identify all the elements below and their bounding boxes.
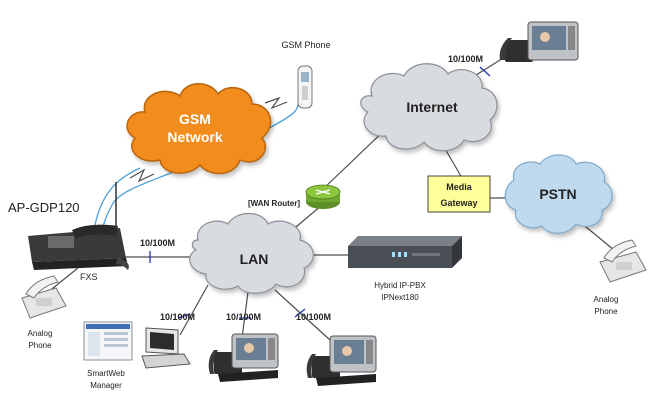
gsm-network-cloud: GSM Network bbox=[126, 83, 272, 175]
pstn-label: PSTN bbox=[539, 186, 576, 202]
lan-cloud-shape bbox=[189, 212, 314, 294]
device-name-label: AP-GDP120 bbox=[8, 200, 80, 215]
link-speed-device: 10/100M bbox=[140, 238, 175, 248]
lan-label: LAN bbox=[240, 251, 269, 267]
router-icon bbox=[305, 184, 341, 209]
media-gateway-box: Media Gateway bbox=[427, 175, 491, 213]
internet-label: Internet bbox=[406, 99, 458, 115]
wan-router-label: [WAN Router] bbox=[248, 199, 300, 208]
media-gateway-label-2: Gateway bbox=[440, 198, 477, 208]
gsm-phone-icon bbox=[297, 65, 313, 109]
link-lan-pc bbox=[179, 284, 209, 336]
analog-phone-right-label-1: Analog bbox=[594, 295, 619, 304]
link-speed-2: 10/100M bbox=[226, 312, 261, 322]
analog-phone-left-label-1: Analog bbox=[28, 329, 53, 338]
tick-top bbox=[479, 66, 491, 77]
bolt-gsm-device bbox=[129, 168, 155, 183]
gsm-network-label-1: GSM bbox=[179, 111, 211, 127]
link-speed-3: 10/100M bbox=[296, 312, 331, 322]
analog-phone-left-icon bbox=[21, 275, 67, 319]
link-lan-phone-2 bbox=[274, 289, 331, 341]
pstn-cloud-shape bbox=[504, 154, 613, 234]
fxs-label: FXS bbox=[80, 272, 98, 282]
gsm-network-label-2: Network bbox=[167, 129, 222, 145]
lightning-bolts bbox=[129, 96, 288, 183]
link-speed-1: 10/100M bbox=[160, 312, 195, 322]
internet-cloud: Internet bbox=[360, 63, 498, 152]
pbx-label-2: IPNext180 bbox=[381, 293, 419, 302]
tick-pc bbox=[177, 313, 191, 319]
analog-phone-left-label-2: Phone bbox=[28, 341, 52, 350]
internet-cloud-shape bbox=[360, 63, 498, 152]
gsm-phone-label: GSM Phone bbox=[281, 40, 330, 50]
link-ticks bbox=[149, 66, 491, 319]
wireless-device-2 bbox=[94, 167, 141, 226]
analog-phone-right-label-2: Phone bbox=[594, 307, 618, 316]
video-phone-icon bbox=[208, 333, 279, 382]
video-phone-icon bbox=[306, 335, 377, 386]
pbx-unit-icon bbox=[348, 236, 462, 268]
link-device-analog bbox=[47, 267, 79, 293]
media-gateway-label-1: Media bbox=[446, 182, 473, 192]
pstn-cloud: PSTN bbox=[504, 154, 613, 234]
tick-phone-2 bbox=[294, 308, 306, 318]
bolt-gsm-phone bbox=[264, 96, 288, 110]
desk-phone-icon bbox=[28, 182, 129, 270]
analog-phone-right-icon bbox=[599, 239, 647, 283]
smartweb-label-2: Manager bbox=[90, 381, 122, 390]
pbx-label-1: Hybrid IP-PBX bbox=[374, 281, 426, 290]
video-phone-icon bbox=[499, 21, 579, 62]
link-lan-phone-1 bbox=[241, 291, 249, 339]
lan-cloud: LAN bbox=[189, 212, 314, 294]
computer-icon bbox=[83, 321, 191, 369]
smartweb-label-1: SmartWeb bbox=[87, 369, 125, 378]
gsm-cloud-shape bbox=[126, 83, 272, 175]
link-speed-top: 10/100M bbox=[448, 54, 483, 64]
